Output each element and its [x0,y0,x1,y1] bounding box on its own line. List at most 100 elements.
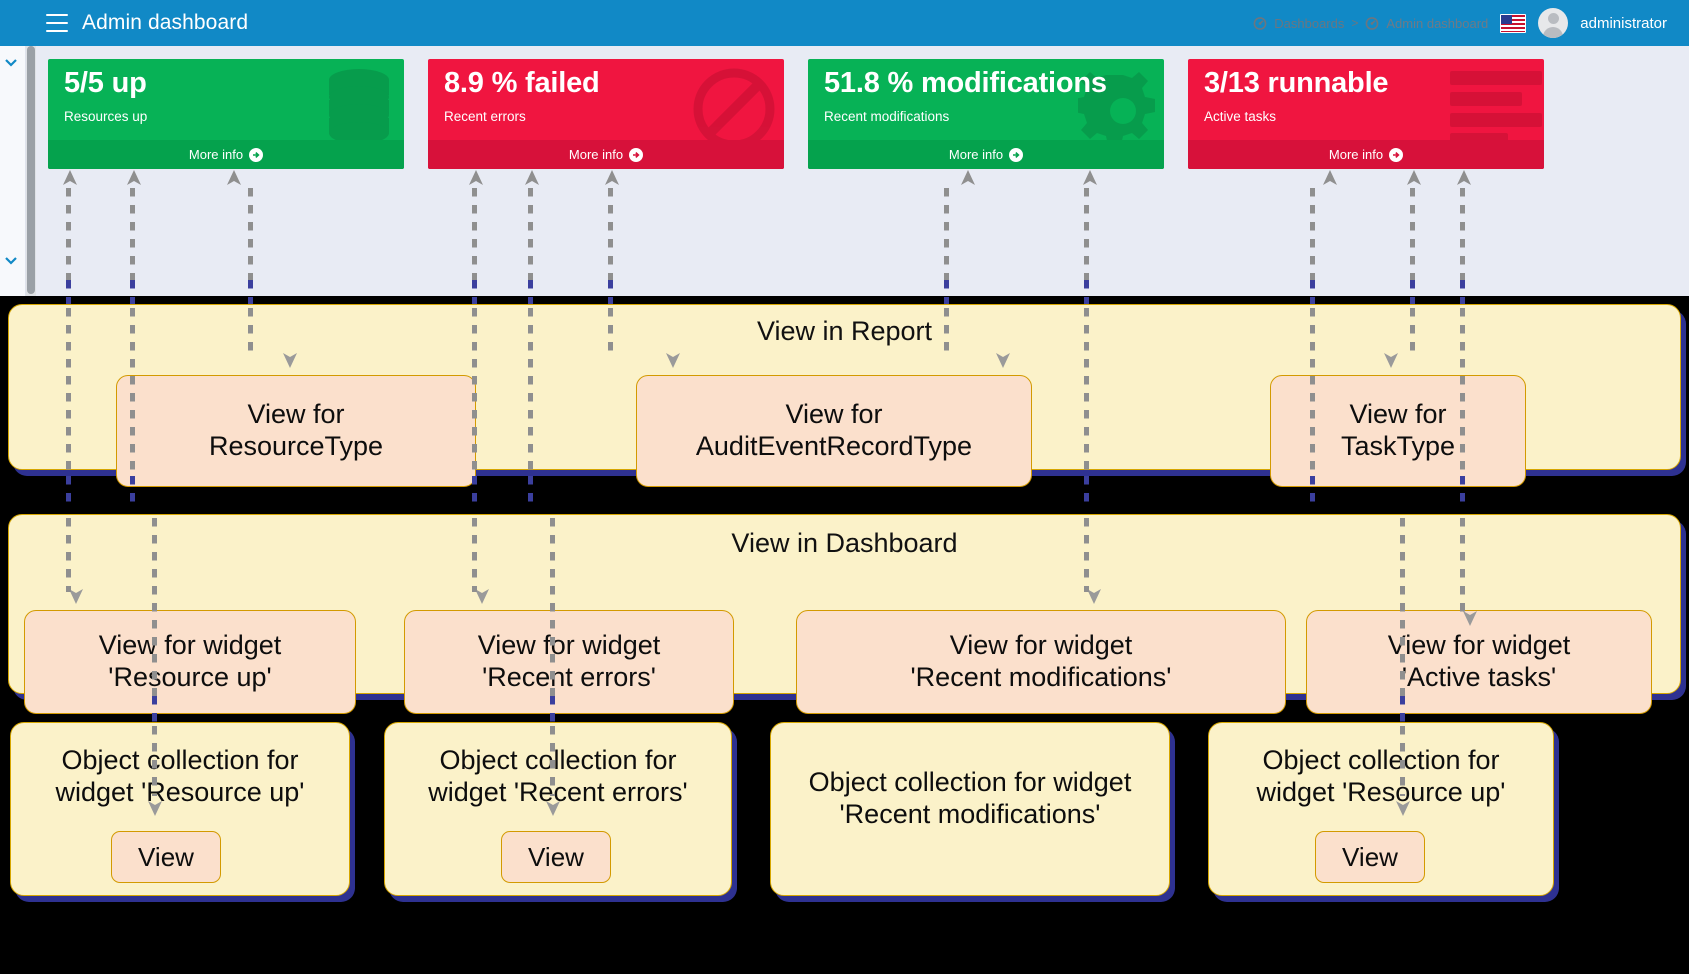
connector-arrowhead-up [1406,170,1422,186]
card-more-info-link[interactable]: More info [808,140,1164,169]
connector-line-blue [66,476,71,510]
breadcrumb-current: Admin dashboard [1386,15,1489,31]
connector-line [472,518,477,592]
connector-arrowhead-down [1394,800,1412,816]
band-title: View in Report [756,316,933,346]
connector-line [1460,308,1465,476]
connector-line [1410,188,1415,280]
connector-line-blue [1310,280,1315,308]
connector-line [550,518,555,696]
node-label: View for widget'Resource up' [98,630,282,692]
dashboard-card-recent-errors[interactable]: 8.9 % failed Recent errors More info [428,59,784,169]
connector-line [1460,188,1465,280]
top-navigation-bar: Admin dashboard Dashboards > [0,0,1689,46]
connector-line-blue [472,280,477,308]
arrow-circle-right-icon [1009,147,1024,162]
node-label: View for widget'Active tasks' [1387,630,1571,692]
card-more-info-link[interactable]: More info [1188,140,1544,169]
vertical-scrollbar[interactable] [26,46,36,296]
connector-arrowhead-down [67,588,85,604]
card-label: Recent errors [444,108,526,124]
avatar[interactable] [1538,8,1569,38]
connector-line-blue [130,280,135,308]
card-value: 51.8 % modifications [824,67,1107,99]
annotation-node-view-for-widget-resource-up[interactable]: View for widget'Resource up' [24,610,356,714]
dashboard-card-active-tasks[interactable]: 3/13 runnable Active tasks More info [1188,59,1544,169]
connector-line-blue [550,696,555,722]
username-label[interactable]: administrator [1580,14,1667,32]
arrow-circle-right-icon [1389,147,1404,162]
connector-line [472,188,477,280]
connector-line [1310,308,1315,476]
connector-line-blue [1410,280,1415,308]
arrow-circle-right-icon [249,147,264,162]
band-title: View in Dashboard [731,528,958,558]
dashboard-gauge-icon-current [1365,16,1379,30]
connector-line-blue [608,280,613,308]
connector-line-blue [1084,476,1089,510]
connector-arrowhead-down [1461,610,1479,626]
card-more-info-link[interactable]: More info [48,140,404,169]
arrow-circle-right-icon [629,147,644,162]
hamburger-menu-icon[interactable] [46,14,68,32]
connector-arrowhead-down [994,352,1012,368]
connector-line [66,188,71,280]
database-icon [322,67,396,156]
dashboard-card-recent-modifications[interactable]: 51.8 % modifications Recent modification… [808,59,1164,169]
connector-line-blue [1400,696,1405,722]
card-more-info-label: More info [188,147,244,162]
topbar-right-group: Dashboards > Admin dashboard administrat… [1253,8,1667,38]
chevron-down-icon-top[interactable] [3,54,19,70]
annotation-node-view-for-widget-recent-errors[interactable]: View for widget'Recent errors' [404,610,734,714]
connector-line [1084,518,1089,592]
view-button[interactable]: View [1315,831,1425,883]
task-list-icon [1450,71,1542,150]
connector-arrowhead-up [960,170,976,186]
connector-line [248,188,253,280]
breadcrumb-link-dashboards[interactable]: Dashboards [1274,15,1345,31]
us-flag-icon[interactable] [1500,13,1527,33]
connector-line-blue [1310,476,1315,510]
gear-icon [1074,67,1164,160]
connector-line [1084,308,1089,476]
connector-arrowhead-up [226,170,242,186]
object-collection-title: Object collection for widget'Recent modi… [808,767,1132,829]
object-collection-card-recent-modifications[interactable]: Object collection for widget'Recent modi… [770,722,1170,896]
view-button[interactable]: View [501,831,611,883]
connector-arrowhead-up [126,170,142,186]
connector-arrowhead-down [544,800,562,816]
connector-line-blue [528,476,533,510]
connector-arrowhead-up [1082,170,1098,186]
connector-arrowhead-down [473,588,491,604]
annotation-node-view-for-widget-recent-modifications[interactable]: View for widget'Recent modifications' [796,610,1286,714]
connector-arrowhead-down [1382,352,1400,368]
breadcrumb: Dashboards > Admin dashboard [1253,16,1488,31]
annotation-node-view-for-widget-active-tasks[interactable]: View for widget'Active tasks' [1306,610,1652,714]
connector-line [66,518,71,592]
page-title: Admin dashboard [82,11,249,34]
connector-line [1400,518,1405,696]
connector-line [944,308,949,352]
card-more-info-label: More info [948,147,1004,162]
connector-line [130,308,135,476]
application-region: Admin dashboard Dashboards > [0,0,1689,296]
view-button[interactable]: View [111,831,221,883]
dashboard-gauge-icon [1253,16,1267,30]
connector-arrowhead-down [1085,588,1103,604]
card-more-info-link[interactable]: More info [428,140,784,169]
chevron-down-icon-bottom[interactable] [3,252,19,268]
card-label: Resources up [64,108,148,124]
dashboard-card-resources-up[interactable]: 5/5 up Resources up More info [48,59,404,169]
connector-line [1400,726,1405,796]
connector-line-blue [1460,476,1465,510]
